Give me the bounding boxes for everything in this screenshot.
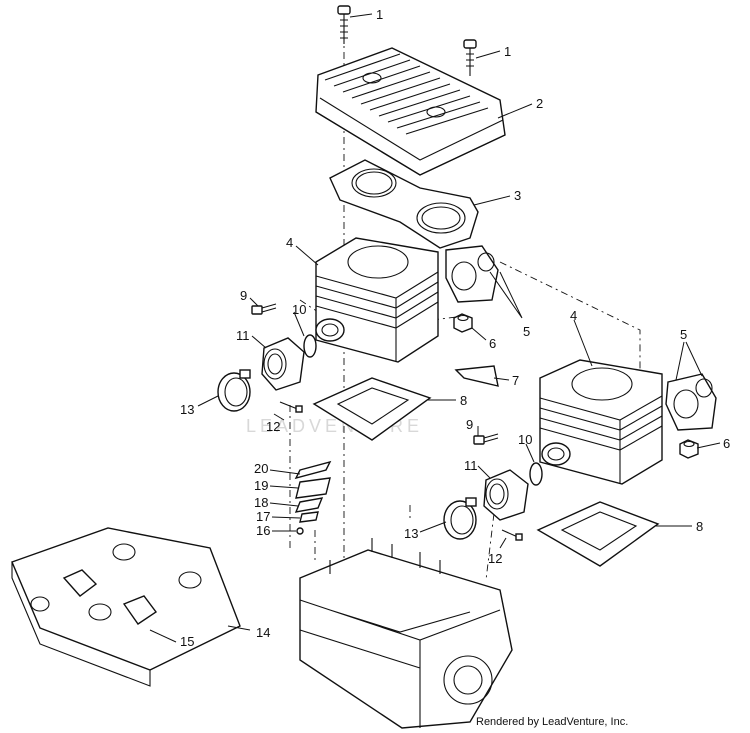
exhaust-gasket-right[interactable]: [665, 373, 717, 431]
callout-9-right: 9: [466, 417, 473, 432]
callout-18: 18: [254, 495, 268, 510]
callout-5-right: 5: [680, 327, 687, 342]
callout-11-right: 11: [464, 458, 478, 473]
base-gasket-right[interactable]: [536, 501, 660, 567]
callout-11-left: 11: [236, 328, 250, 343]
cylinder-head-bolt-side[interactable]: [463, 39, 477, 76]
reed-screw[interactable]: [299, 511, 319, 523]
callout-3: 3: [514, 188, 521, 203]
clamp-screw-left[interactable]: [279, 401, 303, 413]
callout-4-right: 4: [570, 308, 577, 323]
cylinder-right[interactable]: [539, 359, 663, 485]
wedge-bracket[interactable]: [454, 365, 499, 387]
callout-4-left: 4: [286, 235, 293, 250]
intake-boot-left[interactable]: [261, 337, 305, 391]
callout-16: 16: [256, 523, 270, 538]
callout-6-left: 6: [489, 336, 496, 351]
callout-10-right: 10: [518, 432, 532, 447]
reed-block[interactable]: [295, 477, 331, 499]
leader-lines: [149, 13, 721, 643]
render-credit: Rendered by LeadVenture, Inc.: [476, 716, 629, 728]
nut-left[interactable]: [453, 313, 473, 333]
crankcase[interactable]: [299, 538, 513, 729]
callout-12-right: 12: [488, 551, 502, 566]
hose-clamp-left[interactable]: [217, 369, 251, 412]
reed-stop-plate[interactable]: [294, 460, 332, 480]
callout-7: 7: [512, 373, 519, 388]
callout-8-left: 8: [460, 393, 467, 408]
callout-8-right: 8: [696, 519, 703, 534]
cylinder-head-bolt-top[interactable]: [337, 5, 351, 44]
callout-5-left: 5: [523, 324, 530, 339]
callout-1-side: 1: [504, 44, 511, 59]
callout-13-left: 13: [180, 402, 194, 417]
callout-20: 20: [254, 461, 268, 476]
callout-19: 19: [254, 478, 268, 493]
callout-1-top: 1: [376, 7, 383, 22]
intake-bolt-left[interactable]: [251, 303, 277, 315]
o-ring-right[interactable]: [529, 462, 543, 486]
exhaust-gasket-left[interactable]: [445, 245, 499, 303]
callout-6-right: 6: [723, 436, 730, 451]
nut-right[interactable]: [679, 439, 699, 459]
base-gasket-left[interactable]: [312, 377, 432, 441]
callout-labels: 1 1 2 3 4 4 5 5 6 6 7 8 8 9 9 10 10 11 1…: [180, 7, 730, 649]
callout-13-right: 13: [404, 526, 418, 541]
intake-bolt-right[interactable]: [473, 433, 499, 445]
o-ring-left[interactable]: [303, 334, 317, 358]
callout-17: 17: [256, 509, 270, 524]
clamp-screw-right[interactable]: [501, 529, 523, 541]
plate-gasket[interactable]: [62, 569, 158, 625]
head-gasket[interactable]: [329, 159, 479, 249]
intake-boot-right[interactable]: [483, 469, 529, 521]
cylinder-head[interactable]: [315, 47, 506, 176]
crankcase-cover-plate[interactable]: [11, 527, 241, 687]
cylinder-left[interactable]: [315, 237, 439, 363]
callout-9-left: 9: [240, 288, 247, 303]
callout-12-left: 12: [266, 419, 280, 434]
hose-clamp-right[interactable]: [443, 497, 477, 540]
callout-15: 15: [180, 634, 194, 649]
callout-10-left: 10: [292, 302, 306, 317]
callout-2: 2: [536, 96, 543, 111]
reed-petal[interactable]: [294, 497, 324, 513]
reed-washer[interactable]: [296, 527, 304, 535]
callout-14: 14: [256, 625, 270, 640]
